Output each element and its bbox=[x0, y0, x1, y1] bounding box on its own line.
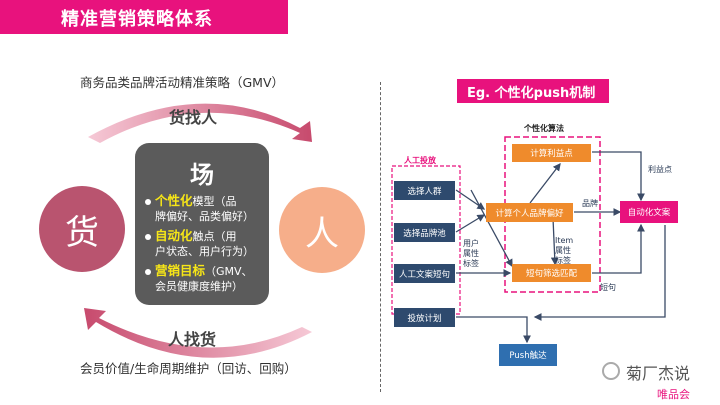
top-caption: 商务品类品牌活动精准策略（GMV） bbox=[80, 75, 285, 90]
bottom-caption: 会员价值/生命周期维护（回访、回购） bbox=[80, 361, 297, 376]
algo-group-label: 个性化算法 bbox=[524, 124, 564, 133]
label-item-attr: Item 属性 标签 bbox=[555, 236, 574, 265]
people-circle-label: 人 bbox=[305, 213, 339, 254]
scene-box: 场 个性化模型（品 牌偏好、品类偏好） 自动化触点（用 户状态、用户行为） 营销… bbox=[135, 143, 269, 305]
manual-group-label: 人工投放 bbox=[404, 156, 436, 165]
node-select-crowd: 选择人群 bbox=[394, 181, 455, 200]
node-sentence-match: 短句筛选匹配 bbox=[512, 264, 591, 282]
watermark: 菊厂杰说 bbox=[626, 364, 691, 383]
goods-circle-label: 货 bbox=[65, 212, 99, 253]
item-1-line1: 个性化模型（品 bbox=[155, 193, 237, 208]
item-1-line2: 牌偏好、品类偏好） bbox=[155, 210, 254, 223]
node-calc-brand-pref: 计算个人品牌偏好 bbox=[486, 203, 573, 222]
bottom-arrow-label: 人找货 bbox=[168, 330, 217, 349]
bullet bbox=[145, 199, 151, 205]
title-bar: 精准营销策略体系 bbox=[0, 0, 288, 34]
wechat-icon bbox=[602, 362, 620, 380]
node-manual-copy: 人工文案短句 bbox=[394, 264, 455, 283]
node-select-brand-pool: 选择品牌池 bbox=[394, 223, 455, 242]
node-calc-profit: 计算利益点 bbox=[512, 144, 591, 162]
bullet bbox=[145, 269, 151, 275]
item-2-line2: 户状态、用户行为） bbox=[155, 245, 254, 258]
scene-title: 场 bbox=[190, 161, 214, 189]
node-push: Push触达 bbox=[499, 344, 557, 366]
top-arc-arrow bbox=[88, 103, 312, 143]
logo-text: 唯品会 bbox=[657, 388, 690, 401]
item-2-line1: 自动化触点（用 bbox=[155, 228, 237, 243]
node-schedule: 投放计划 bbox=[394, 308, 455, 327]
goods-circle: 货 bbox=[39, 186, 125, 272]
people-circle: 人 bbox=[279, 187, 365, 273]
item-3-line1: 营销目标（GMV、 bbox=[155, 263, 253, 278]
item-3-line2: 会员健康度维护） bbox=[155, 280, 243, 293]
label-user-attr: 用户 属性 标签 bbox=[463, 239, 479, 268]
bullet bbox=[145, 234, 151, 240]
bottom-arc-arrow bbox=[84, 308, 312, 358]
label-sentence: 短句 bbox=[600, 283, 616, 292]
divider bbox=[380, 82, 381, 392]
example-title-bar: Eg. 个性化push机制 bbox=[457, 79, 609, 103]
label-profit-point: 利益点 bbox=[648, 165, 672, 174]
page-title: 精准营销策略体系 bbox=[61, 9, 213, 30]
example-title: Eg. 个性化push机制 bbox=[467, 86, 596, 101]
node-auto-copy: 自动化文案 bbox=[620, 201, 678, 223]
top-arrow-label: 货找人 bbox=[169, 108, 218, 127]
label-brand: 品牌 bbox=[582, 199, 598, 208]
